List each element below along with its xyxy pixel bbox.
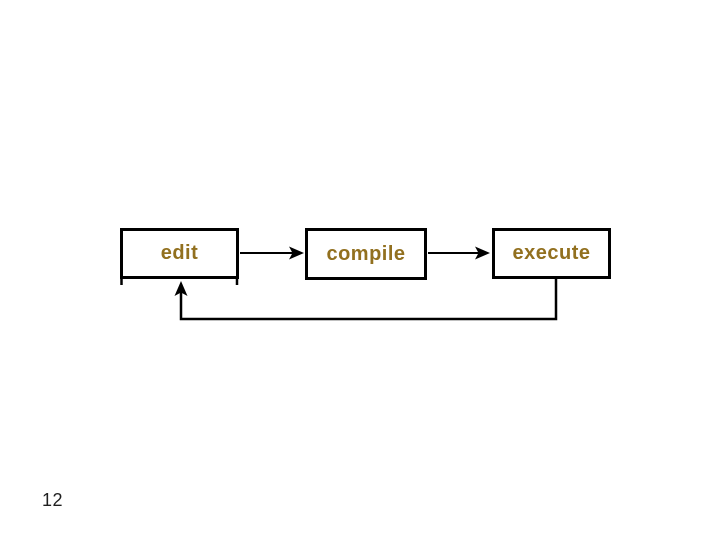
node-execute: execute <box>492 228 611 279</box>
node-edit-label: edit <box>160 242 199 264</box>
node-execute-label: execute <box>512 242 591 264</box>
feedback-loop-arrowhead <box>174 281 188 296</box>
feedback-loop-line <box>179 279 558 321</box>
node-edit: edit <box>120 228 239 279</box>
arrow-compile-to-execute-head <box>475 246 490 260</box>
arrow-edit-to-compile-head <box>289 246 304 260</box>
node-compile: compile <box>305 228 427 280</box>
node-compile-label: compile <box>326 242 406 265</box>
page-number: 12 <box>42 490 64 510</box>
